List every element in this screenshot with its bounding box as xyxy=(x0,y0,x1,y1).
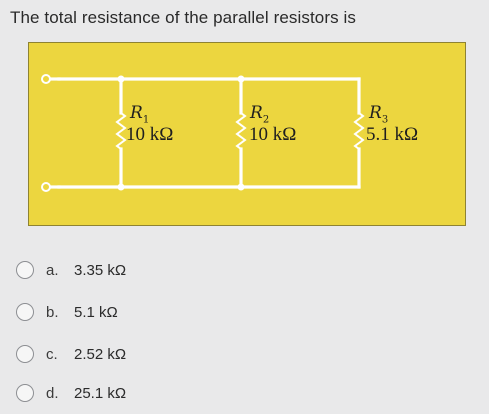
option-text: 3.35 kΩ xyxy=(74,261,127,279)
junction-dot xyxy=(117,183,125,191)
option-a[interactable]: a. 3.35 kΩ xyxy=(16,257,126,283)
r1-value: 10 kΩ xyxy=(126,124,174,145)
r2-zigzag xyxy=(235,111,247,151)
radio-button[interactable] xyxy=(16,261,34,279)
terminal-bottom xyxy=(41,182,51,192)
r2-value: 10 kΩ xyxy=(249,124,297,145)
option-letter: b. xyxy=(46,303,59,321)
option-letter: c. xyxy=(46,345,58,363)
option-d[interactable]: d. 25.1 kΩ xyxy=(16,380,126,406)
option-text: 2.52 kΩ xyxy=(74,345,127,363)
junction-dot xyxy=(237,183,245,191)
circuit-wires xyxy=(41,74,365,192)
option-c[interactable]: c. 2.52 kΩ xyxy=(16,341,126,367)
circuit-diagram: R1 10 kΩ R2 10 kΩ R3 5.1 kΩ xyxy=(28,42,466,226)
option-letter: a. xyxy=(46,261,59,279)
option-b[interactable]: b. 5.1 kΩ xyxy=(16,299,118,325)
r1-label: R1 xyxy=(130,103,150,126)
junction-dot xyxy=(117,75,125,83)
option-text: 5.1 kΩ xyxy=(74,303,118,321)
r2-label: R2 xyxy=(250,103,270,126)
radio-button[interactable] xyxy=(16,384,34,402)
r1-zigzag xyxy=(115,111,127,151)
radio-button[interactable] xyxy=(16,303,34,321)
r3-value: 5.1 kΩ xyxy=(366,124,419,145)
r3-label: R3 xyxy=(369,103,389,126)
option-letter: d. xyxy=(46,384,59,402)
junction-dot xyxy=(237,75,245,83)
r3-zigzag xyxy=(353,111,365,151)
question-text: The total resistance of the parallel res… xyxy=(10,8,356,27)
radio-button[interactable] xyxy=(16,345,34,363)
terminal-top xyxy=(41,74,51,84)
option-text: 25.1 kΩ xyxy=(74,384,127,402)
